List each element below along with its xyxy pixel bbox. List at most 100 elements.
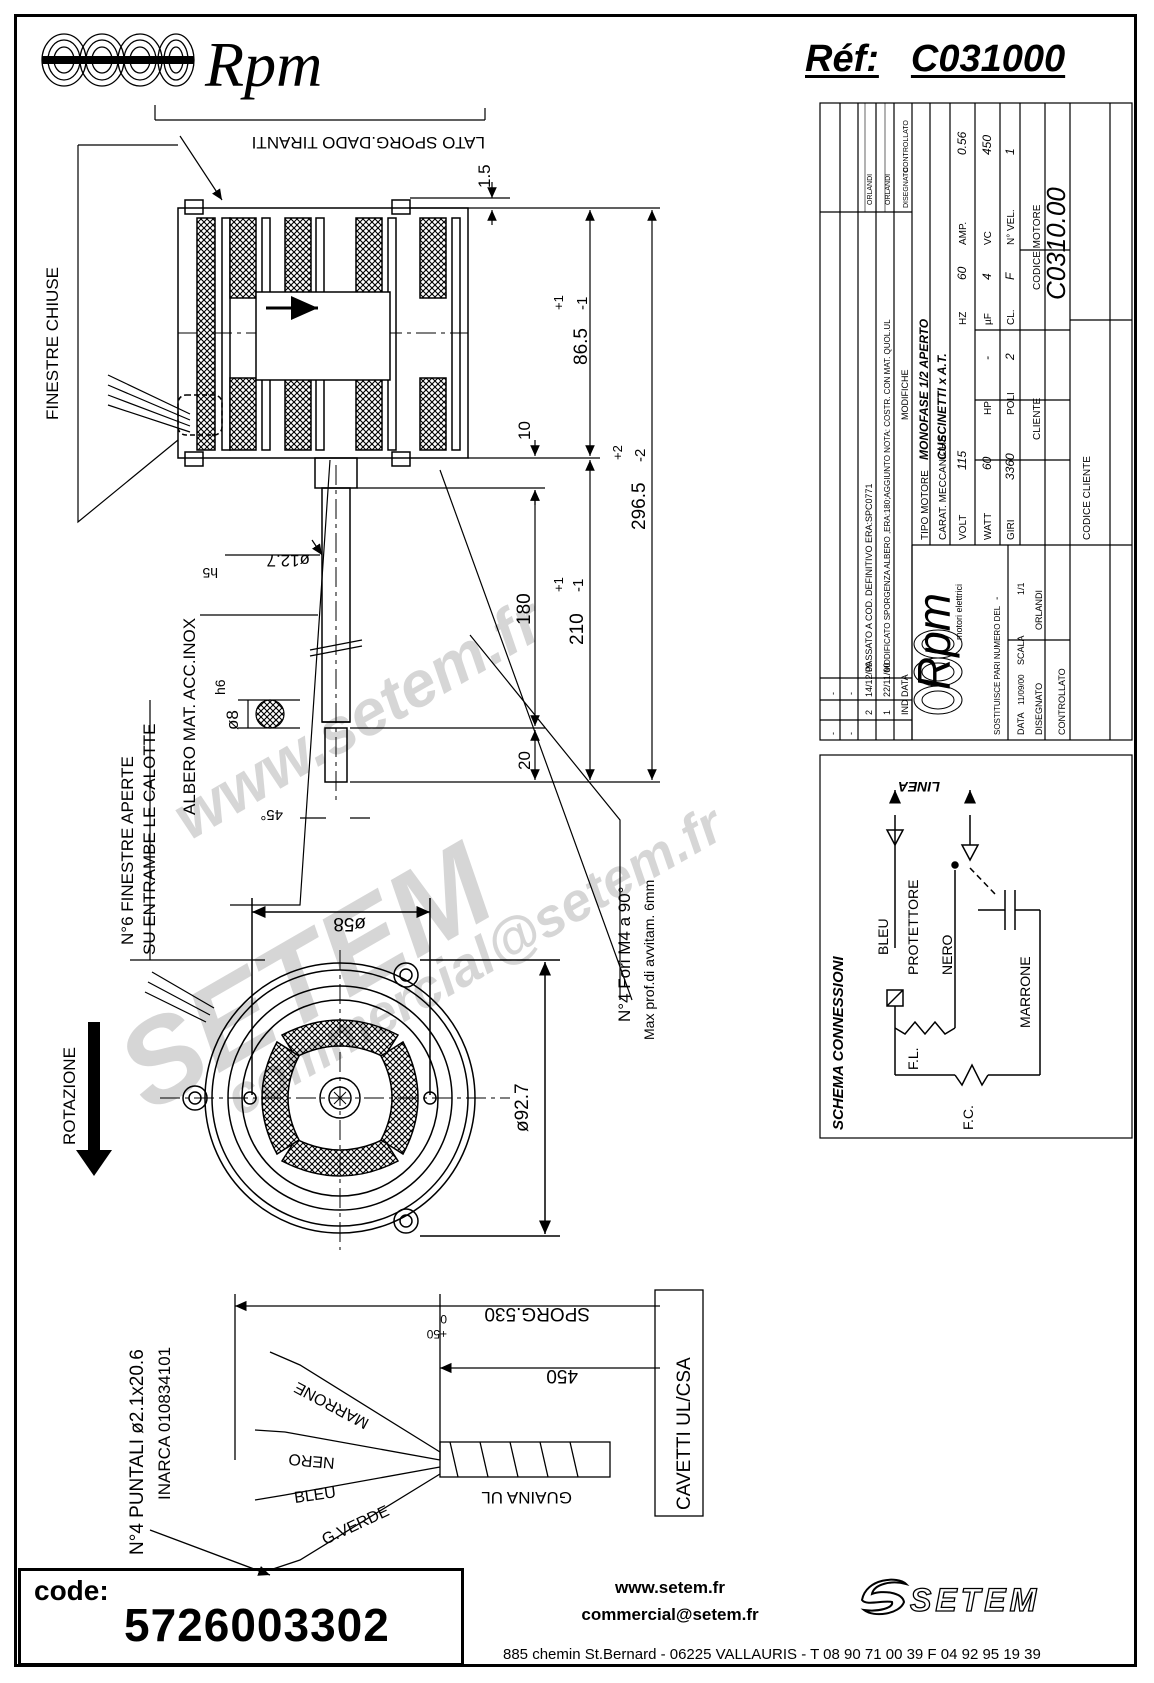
dim-86-5: 86.5 [571,328,592,365]
dim-12-7-h5: h5 [202,565,218,581]
carat-label: CARAT. MECCANICHE [938,435,949,540]
sporg-tol-plus: +50 [426,1327,447,1341]
spec-amp: 0.56 [955,131,969,155]
schema-title: SCHEMA CONNESSIONI [830,956,847,1130]
dim-1-5: 1.5 [475,164,494,188]
wire-label-bleu: BLEU [293,1484,337,1507]
rev-2-data: 14/12/00 [864,662,874,697]
dim-12-7: ø12.7 [267,551,310,570]
rotation-arrow-icon [76,1022,112,1176]
spec-giri: 3360 [1003,453,1017,480]
dim-8-h6: h6 [212,679,228,695]
footer-website[interactable]: www.setem.fr [615,1578,725,1597]
rev-1-ind: 1 [882,710,892,715]
svg-text:N° VEL.: N° VEL. [1006,209,1017,245]
dim-210: 210 [567,613,588,645]
schema-fl: F.L. [905,1047,921,1070]
dim-296-5-tol-plus: +2 [610,445,625,460]
svg-text:-: - [828,692,838,695]
rev-head-disegnato: DISEGNATO [903,167,910,208]
finestre-chiuse-label: FINESTRE CHIUSE [43,267,62,420]
albero-label: ALBERO MAT. ACC.INOX [180,618,199,815]
footer-email[interactable]: commercial@setem.fr [581,1605,759,1624]
sporg-tol-zero: 0 [440,1312,447,1326]
dim-86-5-tol-plus: +1 [551,295,566,310]
connection-schema [885,790,1041,1087]
svg-text:VOLT: VOLT [958,515,969,540]
dim-8: ø8 [223,710,242,730]
cliente-label: CLIENTE [1032,397,1043,440]
reference: Réf:C031000 [805,38,1065,81]
spec-vc: 450 [980,135,994,155]
dim-10: 10 [515,421,534,440]
rev-head-controllato: CONTROLLATO [903,120,910,172]
spec-poli: 2 [1003,353,1017,361]
motor-front-view [144,898,560,1250]
data-value: 11/09/00 [1017,674,1026,705]
schema-protettore: PROTETTORE [905,880,921,975]
codice-motore-value: C0310.00 [1041,187,1071,300]
rev-2-by: ORLANDI [867,174,874,205]
brand-logo: Rpm [205,29,323,100]
scala-value: 1/1 [1016,582,1026,595]
svg-text:AMP.: AMP. [958,222,969,245]
title-block [819,102,1133,1139]
data-label: DATA [1016,712,1026,735]
svg-text:-: - [846,732,856,735]
spec-cl: F [1003,272,1017,280]
spec-watt: 60 [980,456,994,470]
dim-210-tol-minus: -1 [570,579,587,592]
guaina-label: GUAINA UL [481,1488,572,1507]
wire-label-nero: NERO [288,1450,336,1471]
spec-volt: 115 [955,451,969,470]
rev-2-ind: 2 [864,710,874,715]
svg-text:µF: µF [983,313,994,325]
rotazione-label: ROTAZIONE [60,1047,79,1145]
dim-296-5-tol-minus: -2 [632,449,649,462]
title-block-text: - - - - 2 14/12/00 PASSATO A COD. DEFINI… [828,120,1093,735]
dim-20: 20 [515,751,534,770]
lato-sporg-label: LATO SPORG.DADO TIRANTI [252,133,485,152]
sporg-label: SPORG.530 [484,1303,590,1324]
code-label: code: [34,1575,109,1606]
carat-value: CUSCINETTI x A.T. [935,353,949,460]
disegnato-value: ORLANDI [1034,590,1044,630]
svg-text:WATT: WATT [983,513,994,540]
rev-1-text: MODIFICATO SPORGENZA ALBERO ,ERA:180;AGG… [883,319,892,672]
su-entrambe-label: SU ENTRAMBE LE CALOTTE [140,724,159,955]
codice-cliente-label: CODICE CLIENTE [1082,456,1093,540]
svg-text:HP: HP [983,401,994,415]
schema-bleu: BLEU [875,918,891,955]
rpm-coil-logo-icon [41,33,195,87]
svg-text:GIRI: GIRI [1006,519,1017,540]
spec-hz: 60 [955,266,969,280]
wire-label-marrone: MARRONE [292,1378,372,1431]
cavetti-label: CAVETTI UL/CSA [674,1357,695,1510]
setem-logo: SETEM [909,1581,1041,1618]
dim-45: 45° [260,806,283,823]
spec-hp: - [980,356,994,360]
code-box [18,1568,464,1666]
dim-296-5: 296.5 [629,482,650,530]
scala-label: SCALA [1016,635,1026,665]
schema-linea: LINEA [898,779,940,795]
svg-text:-: - [828,732,838,735]
rev-head-data: DATA [900,674,910,697]
svg-text:POLI: POLI [1006,392,1017,415]
title-block-logo: Rpm [908,593,960,690]
schema-nero: NERO [939,934,955,975]
tipo-motore-value: MONOFASE 1/2 APERTO [917,318,931,460]
disegnato-label: DISEGNATO [1034,683,1044,735]
rev-1-data: 22/11/00 [882,663,892,697]
sostituisce-value: - [992,597,1003,600]
svg-text:HZ: HZ [958,312,969,325]
rev-1-by: ORLANDI [885,174,892,205]
fori-label: N°4 Fori M4 a 90° [615,887,634,1022]
svg-text:CL.: CL. [1006,309,1017,325]
ref-label: Réf: [805,38,879,80]
max-prof-label: Max prof.di avvitam. 6mm [641,880,657,1040]
tipo-motore-label: TIPO MOTORE [920,470,931,540]
spec-vel: 1 [1003,148,1017,155]
